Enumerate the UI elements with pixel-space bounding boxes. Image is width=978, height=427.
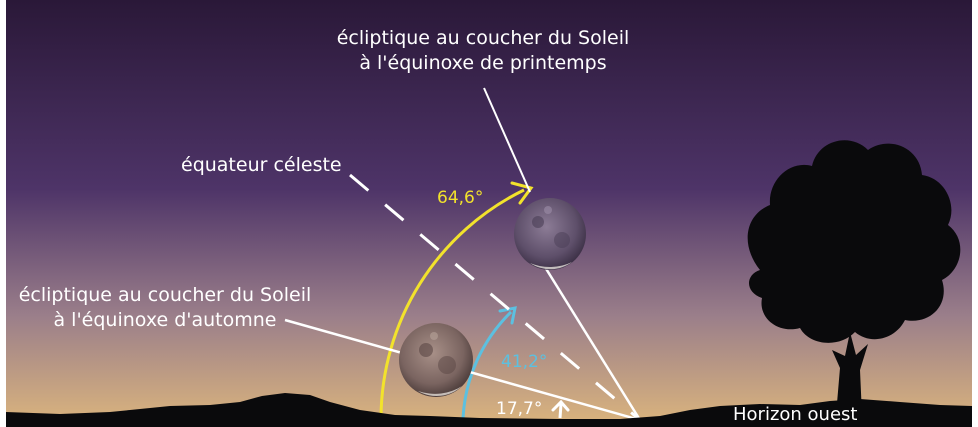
spring-angle-arc	[379, 188, 525, 419]
autumn-label-line1: écliptique au coucher du Soleil	[18, 284, 312, 306]
autumn-angle-arrowhead	[551, 399, 570, 412]
autumn-angle-arc	[558, 403, 563, 419]
spring-angle-value: 64,6°	[437, 188, 484, 208]
tree-silhouette-icon	[747, 140, 961, 415]
spring-label-line1: écliptique au coucher du Soleil	[336, 27, 630, 49]
autumn-angle-value: 17,7°	[496, 399, 543, 419]
celestial-equator-label: équateur céleste	[181, 154, 342, 176]
equator-angle-arrowhead	[498, 306, 517, 325]
spring-ecliptic-label: écliptique au coucher du Soleil à l'équi…	[318, 26, 648, 76]
spring-label-line2: à l'équinoxe de printemps	[359, 52, 607, 74]
moon-spring-icon	[514, 198, 586, 270]
spring-label-leader	[483, 87, 531, 193]
moon-autumn-icon	[399, 323, 473, 397]
autumn-label-line2: à l'équinoxe d'automne	[53, 309, 277, 331]
horizon-label: Horizon ouest	[733, 404, 858, 425]
autumn-ecliptic-label: écliptique au coucher du Soleil à l'équi…	[12, 283, 318, 333]
celestial-equator-line	[349, 173, 641, 422]
equator-angle-arc	[461, 310, 513, 419]
ground-silhouette	[6, 393, 972, 427]
spring-angle-arrowhead	[510, 181, 534, 205]
equator-angle-value: 41,2°	[501, 352, 548, 372]
